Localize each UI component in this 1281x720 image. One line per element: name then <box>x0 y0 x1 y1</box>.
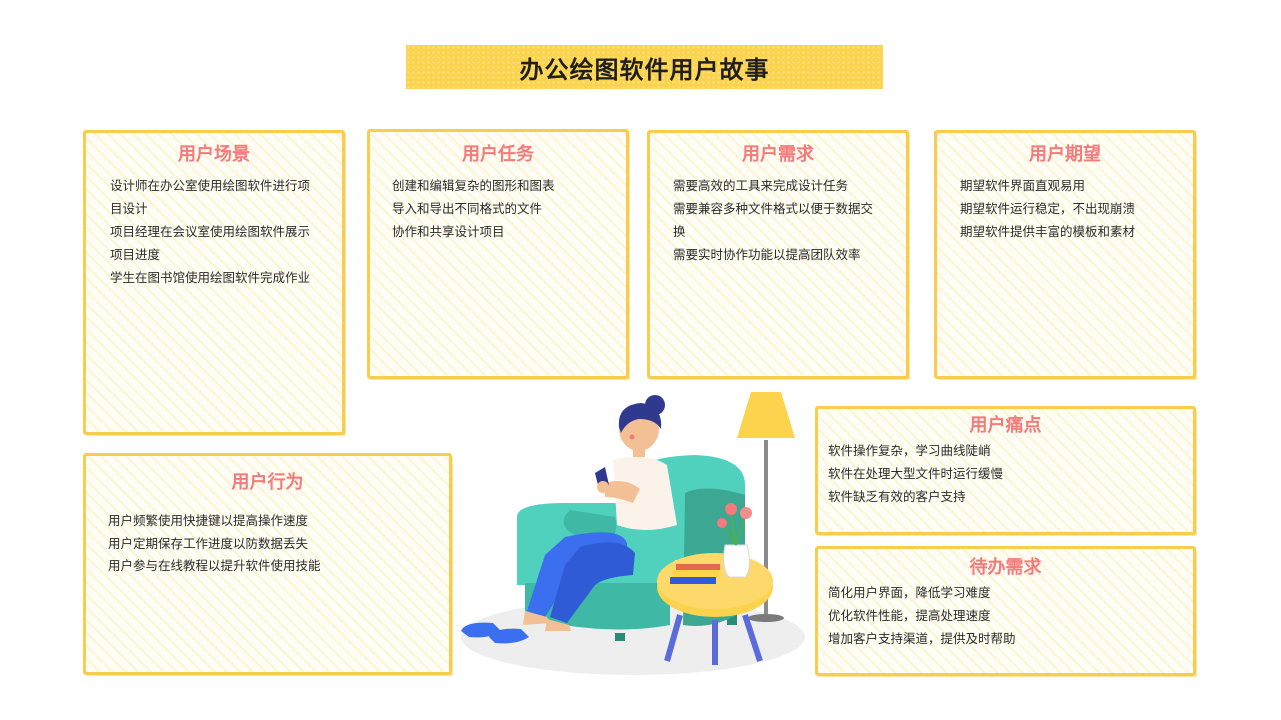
list-item: 需要高效的工具来完成设计任务 <box>673 178 849 193</box>
card-user-scene: 用户场景 设计师在办公室使用绘图软件进行项 目设计 项目经理在会议室使用绘图软件… <box>83 130 345 435</box>
card-title: 用户场景 <box>178 144 250 165</box>
woman-figure <box>461 395 677 644</box>
list-item: 增加客户支持渠道，提供及时帮助 <box>828 631 1016 646</box>
list-item: 创建和编辑复杂的图形和图表 <box>392 178 555 193</box>
books-icon <box>670 564 720 584</box>
list-item: 学生在图书馆使用绘图软件完成作业 <box>110 270 311 285</box>
list-item: 需要实时协作功能以提高团队效率 <box>673 247 861 262</box>
card-user-task: 用户任务 创建和编辑复杂的图形和图表 导入和导出不同格式的文件 协作和共享设计项… <box>367 129 629 379</box>
item-list: 需要高效的工具来完成设计任务 需要兼容多种文件格式以便于数据交 换 需要实时协作… <box>673 174 886 266</box>
list-item: 软件缺乏有效的客户支持 <box>828 489 966 504</box>
card-todo-needs: 待办需求 简化用户界面，降低学习难度 优化软件性能，提高处理速度 增加客户支持渠… <box>815 546 1196 676</box>
card-title: 用户需求 <box>742 144 814 165</box>
list-item: 需要兼容多种文件格式以便于数据交 <box>673 201 874 216</box>
page-title: 办公绘图软件用户故事 <box>519 55 770 84</box>
item-list: 用户频繁使用快捷键以提高操作速度 用户定期保存工作进度以防数据丢失 用户参与在线… <box>108 510 429 578</box>
list-item: 目设计 <box>110 201 148 216</box>
list-item: 导入和导出不同格式的文件 <box>392 201 543 216</box>
card-title: 用户任务 <box>462 144 534 165</box>
card-title: 用户行为 <box>231 472 304 493</box>
item-list: 软件操作复杂，学习曲线陡峭 软件在处理大型文件时运行缓慢 软件缺乏有效的客户支持 <box>828 439 1173 508</box>
list-item: 软件在处理大型文件时运行缓慢 <box>828 466 1004 481</box>
item-list: 创建和编辑复杂的图形和图表 导入和导出不同格式的文件 协作和共享设计项目 <box>392 174 606 243</box>
card-user-behavior: 用户行为 用户频繁使用快捷键以提高操作速度 用户定期保存工作进度以防数据丢失 用… <box>83 453 452 675</box>
card-title: 用户期望 <box>1029 144 1101 165</box>
card-user-pain-points: 用户痛点 软件操作复杂，学习曲线陡峭 软件在处理大型文件时运行缓慢 软件缺乏有效… <box>815 406 1196 535</box>
item-list: 设计师在办公室使用绘图软件进行项 目设计 项目经理在会议室使用绘图软件展示 项目… <box>110 174 322 289</box>
illustration-svg <box>461 392 805 675</box>
floor-lamp-icon <box>737 392 795 622</box>
list-item: 设计师在办公室使用绘图软件进行项 <box>110 178 311 193</box>
list-item: 期望软件运行稳定，不出现崩溃 <box>960 201 1136 216</box>
woman-on-armchair-illustration <box>455 385 815 685</box>
item-list: 简化用户界面，降低学习难度 优化软件性能，提高处理速度 增加客户支持渠道，提供及… <box>828 581 1173 650</box>
list-item: 换 <box>673 224 686 239</box>
list-item: 期望软件界面直观易用 <box>960 178 1086 193</box>
title-banner: 办公绘图软件用户故事 <box>406 45 883 89</box>
list-item: 简化用户界面，降低学习难度 <box>828 585 991 600</box>
card-user-need: 用户需求 需要高效的工具来完成设计任务 需要兼容多种文件格式以便于数据交 换 需… <box>647 130 909 379</box>
card-title: 用户痛点 <box>969 415 1042 436</box>
card-title: 待办需求 <box>969 557 1042 578</box>
list-item: 优化软件性能，提高处理速度 <box>828 608 991 623</box>
list-item: 用户频繁使用快捷键以提高操作速度 <box>108 513 309 528</box>
list-item: 期望软件提供丰富的模板和素材 <box>960 224 1136 239</box>
item-list: 期望软件界面直观易用 期望软件运行稳定，不出现崩溃 期望软件提供丰富的模板和素材 <box>960 174 1173 243</box>
list-item: 协作和共享设计项目 <box>392 224 505 239</box>
list-item: 用户定期保存工作进度以防数据丢失 <box>108 535 309 551</box>
flower-vase-icon <box>717 503 752 578</box>
list-item: 软件操作复杂，学习曲线陡峭 <box>828 443 991 458</box>
list-item: 项目进度 <box>110 247 161 262</box>
list-item: 项目经理在会议室使用绘图软件展示 <box>110 224 311 239</box>
card-user-expectation: 用户期望 期望软件界面直观易用 期望软件运行稳定，不出现崩溃 期望软件提供丰富的… <box>934 130 1196 379</box>
list-item: 用户参与在线教程以提升软件使用技能 <box>108 558 321 573</box>
